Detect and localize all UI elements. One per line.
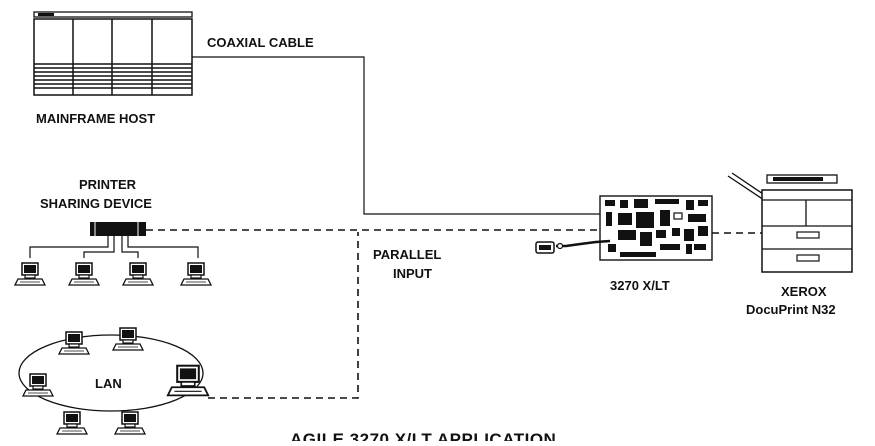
shared-pc-icon xyxy=(14,262,46,286)
printer-label-line1: XEROX xyxy=(781,284,827,299)
lan-ring xyxy=(18,334,204,412)
lan-pc-icon xyxy=(56,411,88,435)
lan-pc-icon xyxy=(112,327,144,351)
printer-sharing-device xyxy=(90,222,146,236)
lan-link-dashed xyxy=(208,232,359,399)
parallel-input-label-line2: INPUT xyxy=(393,266,432,281)
shared-pc-icon xyxy=(68,262,100,286)
lan-pc-icon xyxy=(22,373,54,397)
lan-pc-icon xyxy=(114,411,146,435)
printer-sharing-label-line2: SHARING DEVICE xyxy=(40,196,152,211)
diagram-title: AGILE 3270 X/LT APPLICATION xyxy=(290,430,556,441)
sharing-device-branches xyxy=(29,236,199,258)
printer-label-line2: DocuPrint N32 xyxy=(746,302,836,317)
coaxial-cable-line xyxy=(192,56,605,215)
lan-pc-icon xyxy=(58,331,90,355)
3270-xlt-card xyxy=(599,195,713,261)
3270-xlt-label: 3270 X/LT xyxy=(610,278,670,293)
xerox-printer-icon xyxy=(727,172,853,273)
parallel-input-label-line1: PARALLEL xyxy=(373,247,441,262)
coaxial-cable-label: COAXIAL CABLE xyxy=(207,35,314,50)
printer-sharing-label-line1: PRINTER xyxy=(79,177,137,192)
parallel-connector-icon xyxy=(535,239,611,254)
mainframe-host xyxy=(33,11,193,96)
shared-pc-icon xyxy=(122,262,154,286)
shared-pc-icon xyxy=(180,262,212,286)
mainframe-host-label: MAINFRAME HOST xyxy=(36,111,155,126)
lan-label: LAN xyxy=(95,376,122,391)
